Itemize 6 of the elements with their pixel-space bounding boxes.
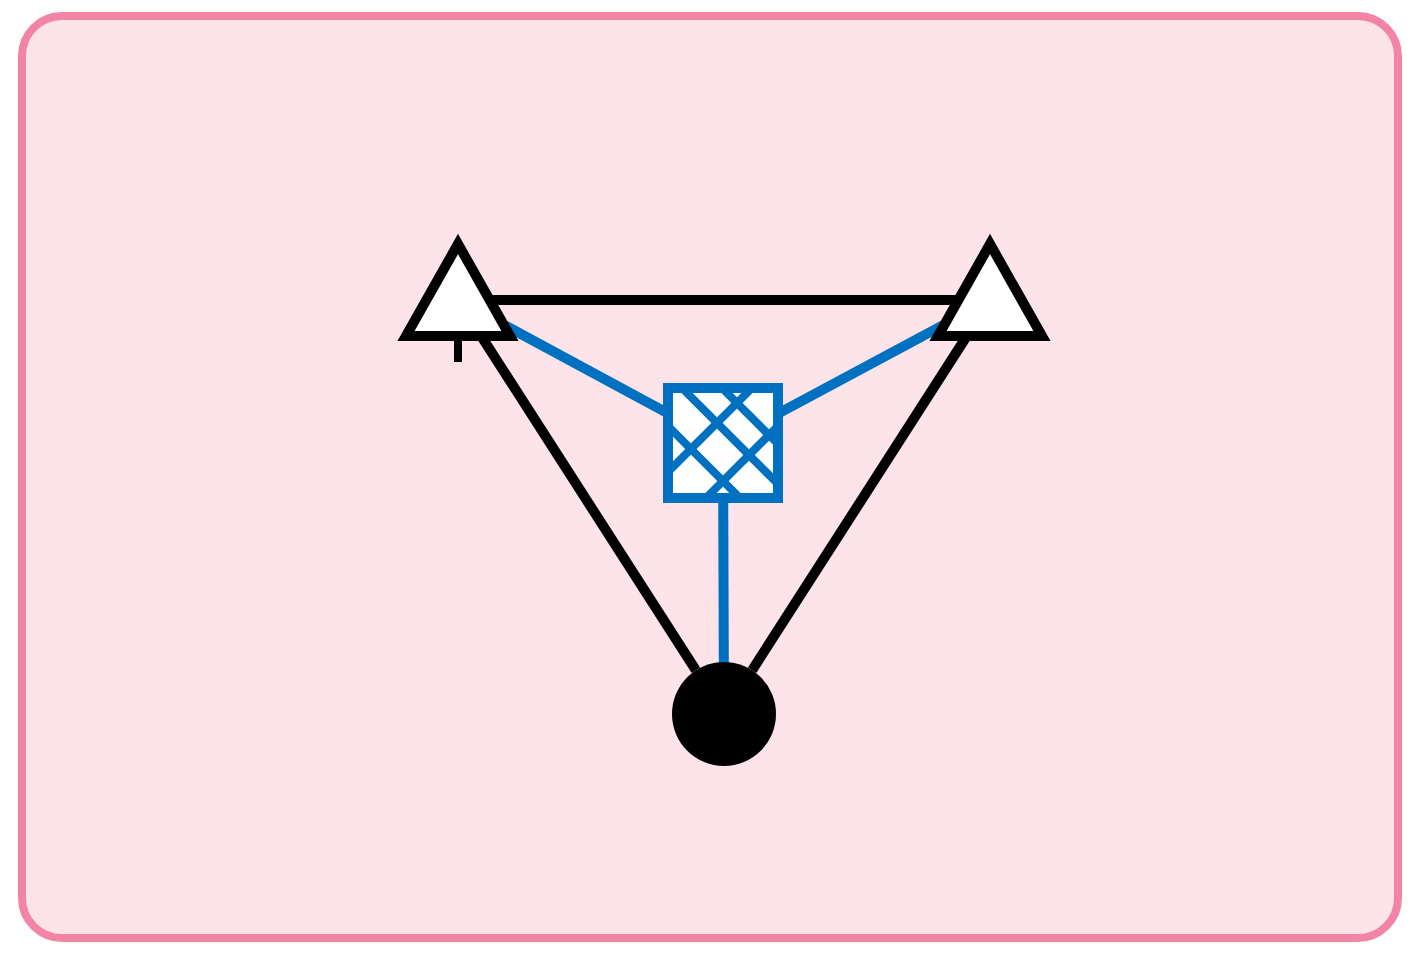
triangle-symbol bbox=[398, 236, 518, 344]
connector-line bbox=[489, 295, 959, 305]
hatched-square-symbol bbox=[662, 382, 784, 504]
triangle-symbol bbox=[930, 236, 1050, 344]
filled-circle-symbol bbox=[668, 658, 780, 770]
connector-line bbox=[718, 498, 729, 662]
